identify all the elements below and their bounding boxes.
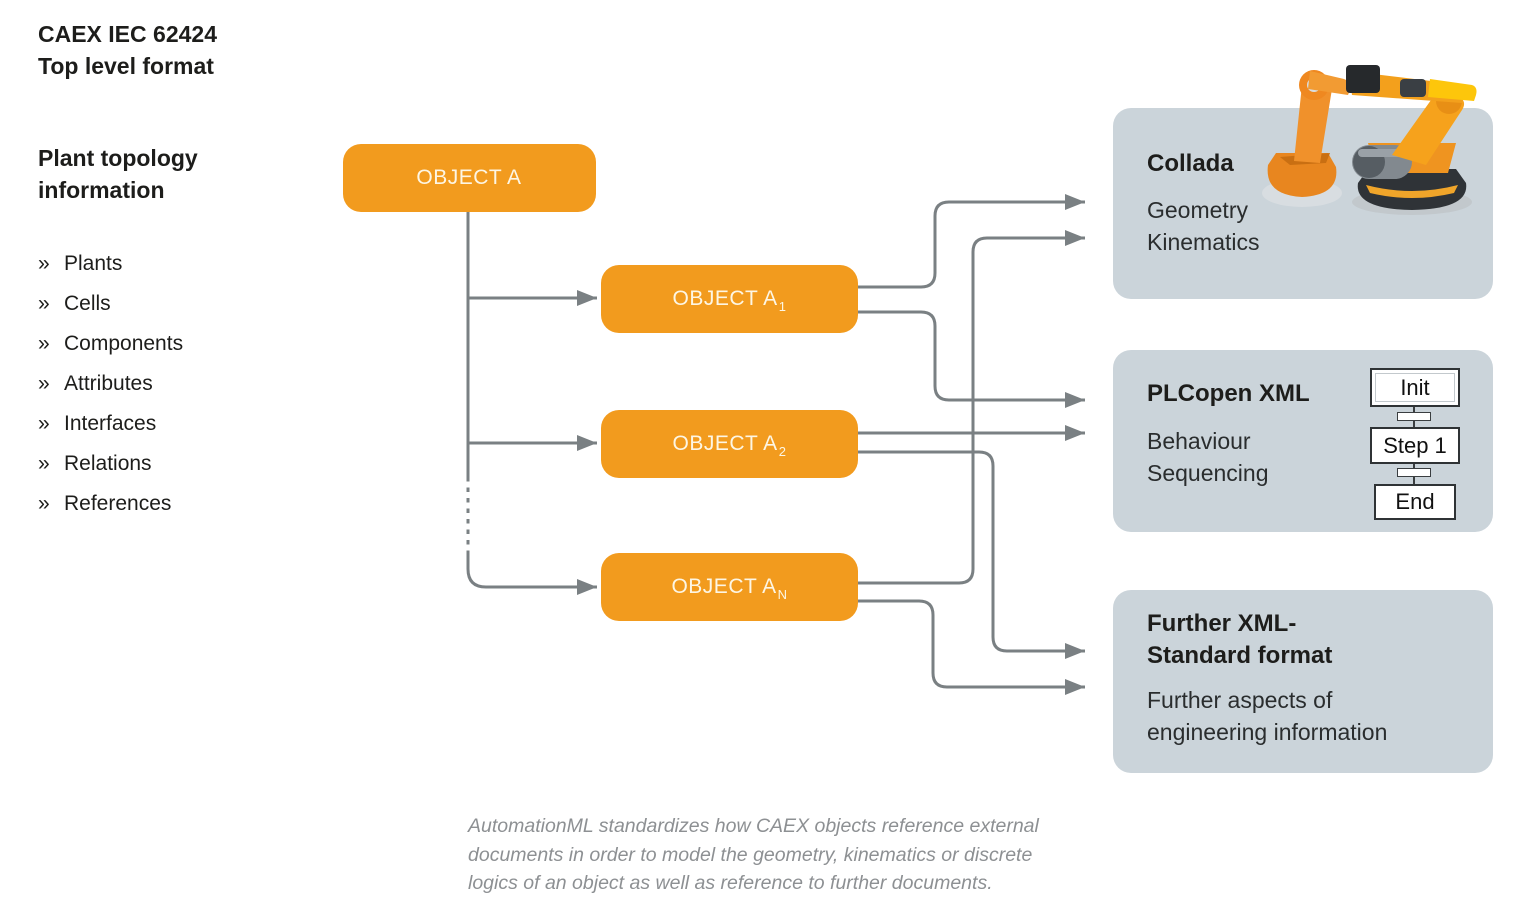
list-item-label: Components: [64, 332, 184, 355]
further-title-line2: Standard format: [1147, 642, 1333, 669]
link-a1-to-plcopen: [858, 310, 1085, 408]
sfc-init-box: Init: [1370, 368, 1460, 407]
page-title: CAEX IEC 62424 Top level format: [38, 18, 217, 82]
object-a1-subscript: 1: [778, 298, 787, 314]
list-item: » Attributes: [38, 364, 183, 404]
chevron-bullet-icon: »: [38, 372, 50, 395]
object-a2-subscript: 2: [778, 443, 787, 459]
caption-line3: logics of an object as well as reference…: [468, 872, 993, 894]
further-body-line1: Further aspects of: [1147, 687, 1333, 713]
chevron-bullet-icon: »: [38, 332, 50, 355]
link-a2-to-further: [858, 450, 1085, 659]
figure-caption: AutomationML standardizes how CAEX objec…: [468, 812, 1039, 898]
caption-line1: AutomationML standardizes how CAEX objec…: [468, 815, 1039, 837]
object-a-box: OBJECT A: [343, 144, 596, 212]
further-title-line1: Further XML-: [1147, 610, 1297, 637]
list-item: » Interfaces: [38, 404, 183, 444]
plant-topology-heading: Plant topology information: [38, 145, 198, 203]
chevron-bullet-icon: »: [38, 292, 50, 315]
list-item-label: Attributes: [64, 372, 153, 395]
list-item: » Plants: [38, 244, 183, 284]
object-a1-label: OBJECT A: [672, 287, 778, 310]
chevron-bullet-icon: »: [38, 492, 50, 515]
sfc-transition-bar: [1397, 412, 1431, 421]
sfc-transition-bar: [1397, 468, 1431, 477]
list-item: » Components: [38, 324, 183, 364]
collada-title: Collada: [1147, 150, 1234, 177]
topology-list: » Plants » Cells » Components » Attributes »…: [38, 244, 183, 524]
page-title-line2: Top level format: [38, 53, 214, 79]
object-an-subscript: N: [777, 586, 788, 602]
further-body-line2: engineering information: [1147, 719, 1388, 745]
sfc-step-box: Step 1: [1370, 427, 1460, 464]
sfc-step-label: Step 1: [1383, 432, 1447, 458]
chevron-bullet-icon: »: [38, 252, 50, 275]
link-an-to-further: [858, 599, 1085, 695]
caption-line2: documents in order to model the geometry…: [468, 843, 1033, 866]
further-xml-panel: Further XML- Standard format Further asp…: [1113, 590, 1493, 773]
chevron-bullet-icon: »: [38, 452, 50, 475]
list-item-label: Interfaces: [64, 412, 157, 435]
list-item: » Relations: [38, 444, 183, 484]
sfc-init-inner-border: [1375, 373, 1455, 402]
list-item-label: Plants: [64, 252, 123, 275]
page-title-line1: CAEX IEC 62424: [38, 21, 217, 47]
plcopen-title: PLCopen XML: [1147, 380, 1310, 407]
collada-line-geometry: Geometry: [1147, 197, 1248, 223]
robot-image: [1262, 65, 1477, 215]
object-a2-label: OBJECT A: [672, 432, 778, 455]
object-a-label: OBJECT A: [416, 166, 522, 189]
collada-line-kinematics: Kinematics: [1147, 229, 1260, 255]
trunk-line-to-object-an: [466, 551, 597, 595]
link-a1-to-collada: [858, 194, 1085, 289]
plcopen-line-behaviour: Behaviour: [1147, 428, 1251, 454]
list-item-label: Relations: [64, 452, 152, 475]
sfc-end-box: End: [1374, 484, 1456, 520]
list-item: » References: [38, 484, 183, 524]
plcopen-line-sequencing: Sequencing: [1147, 460, 1269, 486]
plcopen-panel: PLCopen XML Behaviour Sequencing Init St…: [1113, 350, 1493, 532]
sfc-chart: Init Step 1 End: [1113, 350, 1493, 532]
list-item: » Cells: [38, 284, 183, 324]
chevron-bullet-icon: »: [38, 412, 50, 435]
object-an-label: OBJECT A: [671, 575, 777, 598]
list-item-label: References: [64, 492, 172, 515]
link-an-to-collada: [858, 230, 1085, 585]
sfc-init-label: Init: [1400, 374, 1430, 400]
list-item-label: Cells: [64, 292, 111, 315]
sfc-end-label: End: [1395, 489, 1435, 514]
